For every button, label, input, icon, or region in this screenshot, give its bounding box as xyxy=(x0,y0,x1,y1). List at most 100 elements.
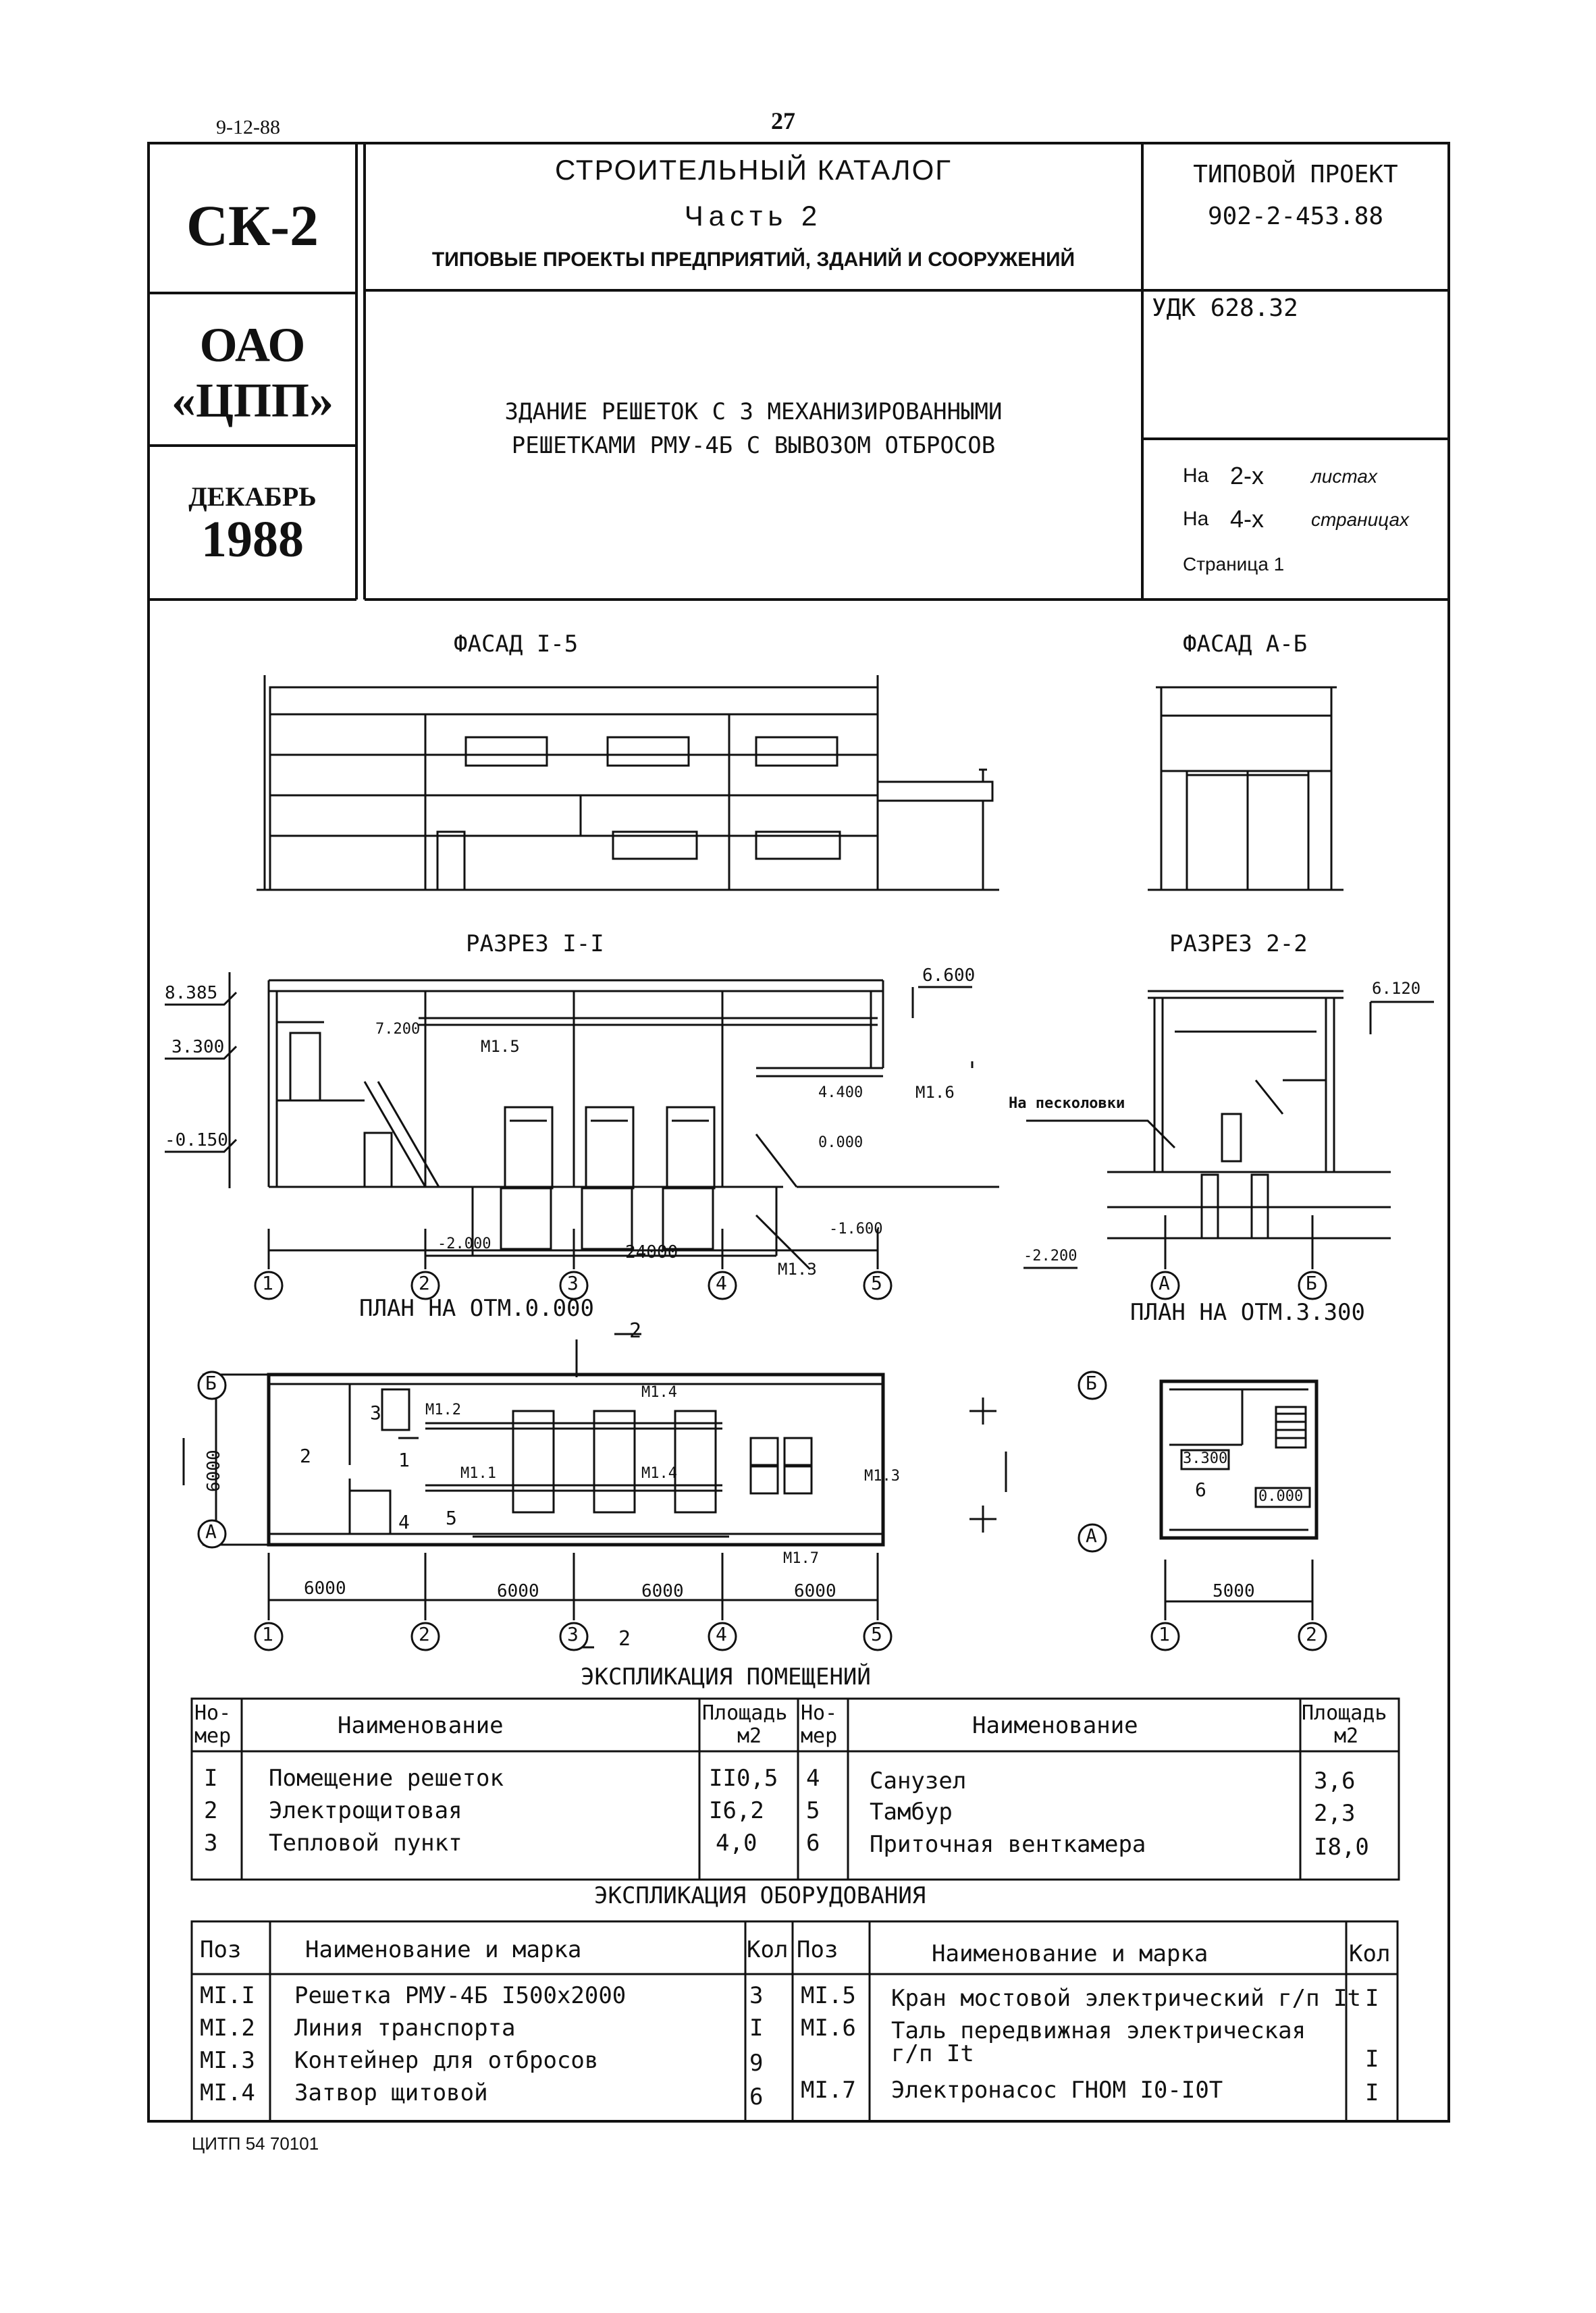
pages-word: страницах xyxy=(1311,509,1410,530)
section-1-1-drawing xyxy=(165,972,999,1271)
equip-row-2-pos: MI.2 xyxy=(200,2015,255,2042)
equip-row-3-pos: MI.3 xyxy=(200,2047,255,2074)
axis-a-section: А xyxy=(1159,1272,1170,1294)
axis-a-plan-3300: А xyxy=(1086,1524,1097,1547)
equip-row-7-qty: I xyxy=(1365,2079,1379,2106)
equip-row-5-qty: I xyxy=(1365,1985,1379,2012)
level-7200: 7.200 xyxy=(375,1021,421,1038)
equip-row-1-pos: MI.I xyxy=(200,1982,255,2009)
level-6600: 6.600 xyxy=(922,965,976,986)
room-row-6-name: Приточная венткамера xyxy=(870,1831,1146,1858)
plan-level-0000: 0.000 xyxy=(1258,1488,1304,1505)
room-6-number: 6 xyxy=(1195,1479,1206,1501)
cut-number-top: 2 xyxy=(629,1319,642,1343)
plan-level-3300: 3.300 xyxy=(1183,1450,1228,1467)
print-date: 9-12-88 xyxy=(216,116,280,138)
axis-2-plan-3300: 2 xyxy=(1306,1623,1317,1645)
equip-row-5-name: Кран мостовой электрический г/п It xyxy=(891,1985,1361,2012)
issue-year: 1988 xyxy=(201,511,304,568)
room-4-number: 4 xyxy=(398,1511,410,1533)
equip-row-6-qty: I xyxy=(1365,2046,1379,2073)
sheets-word: листах xyxy=(1311,466,1377,487)
axis-2-section: 2 xyxy=(419,1272,430,1294)
room-row-2-area: I6,2 xyxy=(709,1797,764,1824)
catalog-code: СК-2 xyxy=(186,193,319,258)
room-row-1-num: I xyxy=(204,1765,218,1792)
equip-row-3-qty: 9 xyxy=(749,2050,764,2077)
level-3300: 3.300 xyxy=(171,1037,225,1057)
rooms-h-name-1: Наименование xyxy=(338,1712,504,1739)
rooms-h-area-1: Площадь xyxy=(702,1701,788,1725)
room-row-5-num: 5 xyxy=(806,1797,820,1824)
level-minus-2200: -2.200 xyxy=(1023,1248,1078,1265)
mark-m14-top: М1.4 xyxy=(641,1384,677,1401)
room-5-number: 5 xyxy=(446,1507,457,1529)
equip-row-6-name-2: г/п It xyxy=(891,2040,974,2067)
page-label: Страница 1 xyxy=(1183,554,1285,575)
equip-row-4-qty: 6 xyxy=(749,2083,764,2110)
rooms-h-name-2: Наименование xyxy=(972,1712,1138,1739)
catalog-title: СТРОИТЕЛЬНЫЙ КАТАЛОГ xyxy=(554,154,953,186)
equip-h-qty-2: Кол xyxy=(1349,1940,1391,1967)
room-row-2-num: 2 xyxy=(204,1797,218,1824)
plan-3300-drawing xyxy=(1159,1379,1319,1620)
object-title-line-1: ЗДАНИЕ РЕШЕТОК С 3 МЕХАНИЗИРОВАННЫМИ xyxy=(504,398,1003,425)
level-minus-2000: -2.000 xyxy=(437,1235,491,1252)
sheets-count: 2-х xyxy=(1230,462,1265,489)
pages-prefix: На xyxy=(1183,508,1209,530)
equip-row-4-name: Затвор щитовой xyxy=(294,2079,488,2106)
org-line-1: ОАО xyxy=(199,318,306,372)
object-title-line-2: РЕШЕТКАМИ РМУ-4Б С ВЫВОЗОМ ОТБРОСОВ xyxy=(511,432,996,459)
equip-row-3-name: Контейнер для отбросов xyxy=(294,2047,599,2074)
mark-m15: М1.5 xyxy=(481,1037,520,1056)
axis-4-section: 4 xyxy=(716,1272,727,1294)
room-row-1-area: II0,5 xyxy=(709,1765,778,1792)
room-row-3-name: Тепловой пункт xyxy=(269,1830,462,1857)
facade-a-b-drawing xyxy=(1148,686,1344,891)
room-row-1-name: Помещение решеток xyxy=(269,1765,504,1792)
equip-h-name-2: Наименование и марка xyxy=(932,1940,1208,1967)
pages-count: 4-х xyxy=(1230,505,1265,533)
room-row-6-num: 6 xyxy=(806,1830,820,1857)
level-8385: 8.385 xyxy=(165,983,218,1003)
room-row-5-name: Тамбур xyxy=(870,1799,953,1826)
equip-row-1-name: Решетка РМУ-4Б I500x2000 xyxy=(294,1982,627,2009)
equip-row-2-name: Линия транспорта xyxy=(294,2015,516,2042)
mark-m13-section: М1.3 xyxy=(778,1260,817,1279)
rooms-h-area-2: м2 xyxy=(737,1724,762,1748)
room-row-4-num: 4 xyxy=(806,1765,820,1792)
catalog-part: Часть 2 xyxy=(684,200,823,232)
axis-4-plan: 4 xyxy=(716,1623,727,1645)
equip-row-2-qty: I xyxy=(749,2015,764,2042)
section-1-1-title: РАЗРЕЗ I-I xyxy=(466,930,604,957)
section-2-2-title: РАЗРЕЗ 2-2 xyxy=(1169,930,1308,957)
equip-row-7-pos: MI.7 xyxy=(801,2077,856,2104)
plan-3300-title: ПЛАН НА ОТМ.3.300 xyxy=(1130,1299,1365,1326)
sheets-prefix: На xyxy=(1183,464,1209,487)
mark-m13-plan: М1.3 xyxy=(864,1468,900,1485)
dim-6000-2: 6000 xyxy=(497,1581,539,1601)
rooms-h-area-3: Площадь xyxy=(1302,1701,1387,1725)
axis-a-plan: А xyxy=(205,1520,217,1543)
project-number: 902-2-453.88 xyxy=(1207,203,1384,230)
axis-b-plan: Б xyxy=(205,1372,217,1394)
equip-row-7-name: Электронасос ГНОМ I0-I0Т xyxy=(891,2077,1223,2104)
dim-6000-3: 6000 xyxy=(641,1581,684,1601)
facade-1-5-title: ФАСАД I-5 xyxy=(454,631,579,658)
level-minus-1600: -1.600 xyxy=(829,1221,883,1238)
equip-row-6-pos: MI.6 xyxy=(801,2015,856,2042)
dim-5000: 5000 xyxy=(1213,1581,1255,1601)
axis-5-section: 5 xyxy=(871,1272,882,1294)
level-minus-0150: -0.150 xyxy=(165,1130,228,1150)
axis-1-plan: 1 xyxy=(262,1623,273,1645)
to-sand-traps-label: На песколовки xyxy=(1009,1095,1125,1112)
axis-2-plan: 2 xyxy=(419,1623,430,1645)
equip-row-6-name: Таль передвижная электрическая xyxy=(891,2017,1306,2044)
equip-h-name-1: Наименование и марка xyxy=(305,1936,582,1963)
room-row-6-area: I8,0 xyxy=(1314,1834,1369,1861)
level-4400: 4.400 xyxy=(818,1084,863,1101)
page-number: 27 xyxy=(771,107,795,134)
